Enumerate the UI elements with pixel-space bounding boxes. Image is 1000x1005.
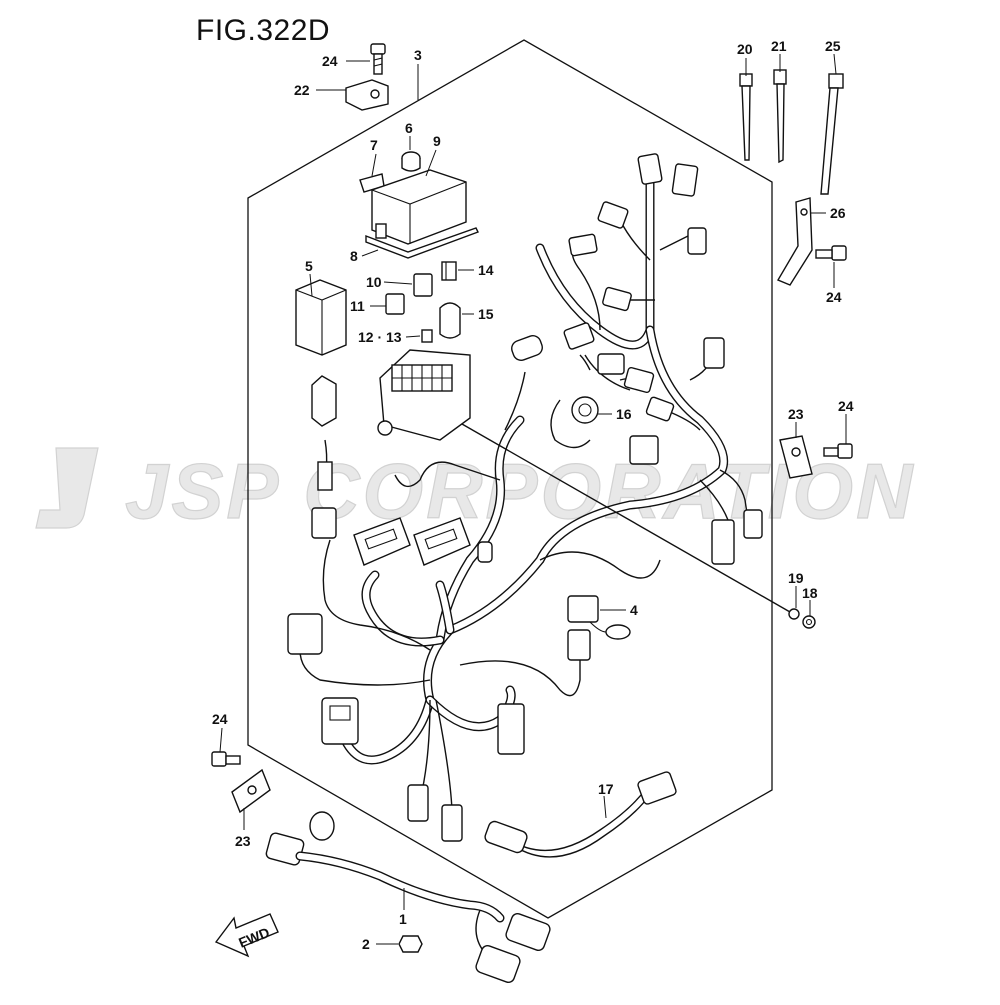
part-25-cable-tie xyxy=(820,73,844,195)
part-16-sensor xyxy=(571,396,599,424)
part-24-bolt-right-top xyxy=(815,245,847,261)
part-4-connector xyxy=(567,595,631,661)
connector-left-column xyxy=(311,375,337,539)
callout-12-13: 12 · 13 xyxy=(358,329,402,345)
callout-20: 20 xyxy=(737,41,753,57)
part-22-bracket xyxy=(345,79,389,111)
part-11-relay-small xyxy=(385,293,405,315)
part-20-cable-tie xyxy=(739,73,753,161)
part-12-13-fuse xyxy=(421,329,433,343)
part-6-grommet xyxy=(401,151,421,172)
part-24-bolt-lower xyxy=(211,751,241,767)
callout-labels: 24 22 3 6 7 9 8 5 10 14 11 15 12 · 13 16… xyxy=(212,38,854,952)
callout-24: 24 xyxy=(212,711,228,727)
callout-21: 21 xyxy=(771,38,787,54)
part-1-battery-harness xyxy=(265,811,551,984)
part-18-nut xyxy=(802,615,816,629)
callout-24: 24 xyxy=(826,289,842,305)
part-17-sub-harness xyxy=(484,771,677,858)
callout-19: 19 xyxy=(788,570,804,586)
callout-22: 22 xyxy=(294,82,310,98)
part-23-bracket-lower xyxy=(231,768,271,814)
leader-lines xyxy=(219,53,847,945)
callout-24: 24 xyxy=(838,398,854,414)
callout-9: 9 xyxy=(433,133,441,149)
part-10-relay-small xyxy=(413,273,433,297)
assembly-frame xyxy=(247,39,773,919)
callout-2: 2 xyxy=(362,936,370,952)
watermark: JSP CORPORATION xyxy=(35,446,915,536)
part-24-bolt-right xyxy=(823,443,853,459)
callout-25: 25 xyxy=(825,38,841,54)
ecu-connectors xyxy=(353,517,493,566)
part-9-fuse-box-cover xyxy=(371,169,467,245)
figure-title: FIG.322D xyxy=(196,14,331,47)
callout-7: 7 xyxy=(370,137,378,153)
part-23-bracket-right xyxy=(779,435,813,479)
round-connector xyxy=(511,335,543,361)
callout-26: 26 xyxy=(830,205,846,221)
callout-18: 18 xyxy=(802,585,818,601)
callout-5: 5 xyxy=(305,258,313,274)
callout-24: 24 xyxy=(322,53,338,69)
callout-23: 23 xyxy=(235,833,251,849)
main-wiring-harness xyxy=(299,165,791,811)
part-14-fuse xyxy=(441,261,457,281)
part-26-bracket xyxy=(776,197,813,286)
fuse-relay-block xyxy=(377,349,471,441)
part-24-bolt-top xyxy=(370,43,386,75)
callout-16: 16 xyxy=(616,406,632,422)
connector-cluster-right xyxy=(563,153,763,565)
callout-8: 8 xyxy=(350,248,358,264)
part-8-seal xyxy=(365,227,479,259)
callout-3: 3 xyxy=(414,47,422,63)
callout-14: 14 xyxy=(478,262,494,278)
part-5-relay xyxy=(295,279,347,356)
svg-text:JSP CORPORATION: JSP CORPORATION xyxy=(125,447,915,535)
callout-23: 23 xyxy=(788,406,804,422)
callout-1: 1 xyxy=(399,911,407,927)
part-19-washer xyxy=(788,608,800,620)
callout-6: 6 xyxy=(405,120,413,136)
callout-10: 10 xyxy=(366,274,382,290)
callout-15: 15 xyxy=(478,306,494,322)
connectors-lower-left xyxy=(287,613,525,842)
callout-4: 4 xyxy=(630,602,638,618)
part-15-fuse-puller xyxy=(439,302,461,339)
part-2-nut xyxy=(398,935,423,953)
part-21-cable-tie xyxy=(773,69,787,164)
callout-17: 17 xyxy=(598,781,614,797)
fwd-arrow-icon: FWD xyxy=(214,913,279,958)
callout-11: 11 xyxy=(350,298,365,314)
